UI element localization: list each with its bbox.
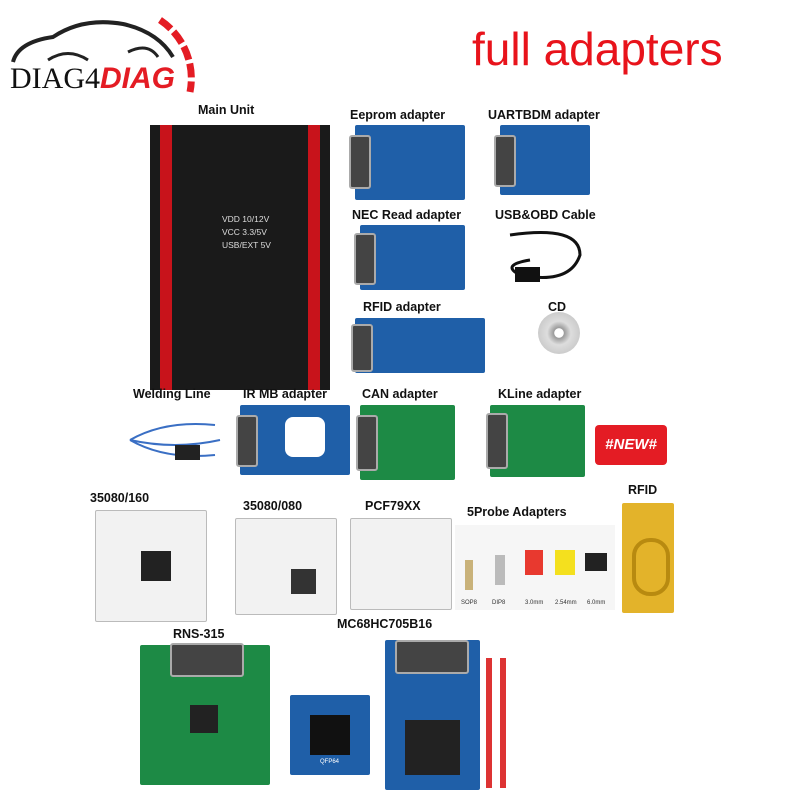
new-badge: #NEW# [595,425,667,465]
rns315-adapter [140,643,270,785]
rfid-device [622,503,674,613]
eeprom-adapter [349,125,465,200]
35080-080-label: 35080/080 [243,499,303,513]
probe-size: SOP8 [461,600,478,606]
pcf-label: PCF79XX [365,499,421,513]
pin-header [486,658,492,788]
can-label: CAN adapter [362,387,438,401]
eeprom-label: Eeprom adapter [350,108,446,122]
mc68hc705b16-adapter [385,640,480,790]
cd-disc-icon [538,312,580,354]
qfp-text: QFP64 [320,759,340,765]
usb-obd-label: USB&OBD Cable [495,208,596,222]
headline: full adapters [472,23,723,75]
probe-size: 6.0mm [587,600,606,606]
welding-label: Welding Line [133,387,211,401]
probe-size: 3.0mm [525,600,544,606]
35080-160-label: 35080/160 [90,491,150,505]
mc68-label: MC68HC705B16 [337,617,433,631]
probe-label: 5Probe Adapters [467,505,567,519]
main-unit-device: VDD 10/12V VCC 3.3/5V USB/EXT 5V [150,125,330,390]
probe-adapters: SOP8 DIP8 3.0mm 2.54mm 6.0mm [455,525,615,610]
qfp64-adapter: QFP64 [290,695,370,775]
irmb-label: IR MB adapter [243,387,328,401]
35080-080-adapter [235,518,337,615]
logo: DIAG4DIAG [10,62,175,96]
rfid-adapter-label: RFID adapter [363,300,441,314]
irmb-adapter [236,405,350,475]
kline-label: KLine adapter [498,387,582,401]
cd-label: CD [548,300,567,314]
vcc-text: VCC 3.3/5V [222,227,267,237]
usb-obd-cable-icon [509,231,582,282]
rfid-adapter [351,318,485,373]
uartbdm-adapter [494,125,590,195]
speedometer-arc-icon [157,17,195,93]
pin-header [500,658,506,788]
nec-label: NEC Read adapter [352,208,462,222]
35080-160-adapter [95,510,207,622]
rns-label: RNS-315 [173,627,225,641]
usb-text: USB/EXT 5V [222,240,271,250]
can-adapter [356,405,455,480]
probe-size: 2.54mm [555,600,577,606]
pcf79xx-adapter [350,518,452,610]
rfid-label: RFID [628,483,658,497]
logo-right: DIAG [100,62,175,95]
nec-adapter [354,225,465,290]
probe-size: DIP8 [492,600,506,606]
uartbdm-label: UARTBDM adapter [488,108,600,122]
logo-left: DIAG4 [10,62,100,95]
vdd-text: VDD 10/12V [222,214,270,224]
kline-adapter [486,405,585,477]
welding-line-icon [129,423,221,460]
car-logo-icon [11,20,175,63]
main-unit-label: Main Unit [198,103,255,117]
